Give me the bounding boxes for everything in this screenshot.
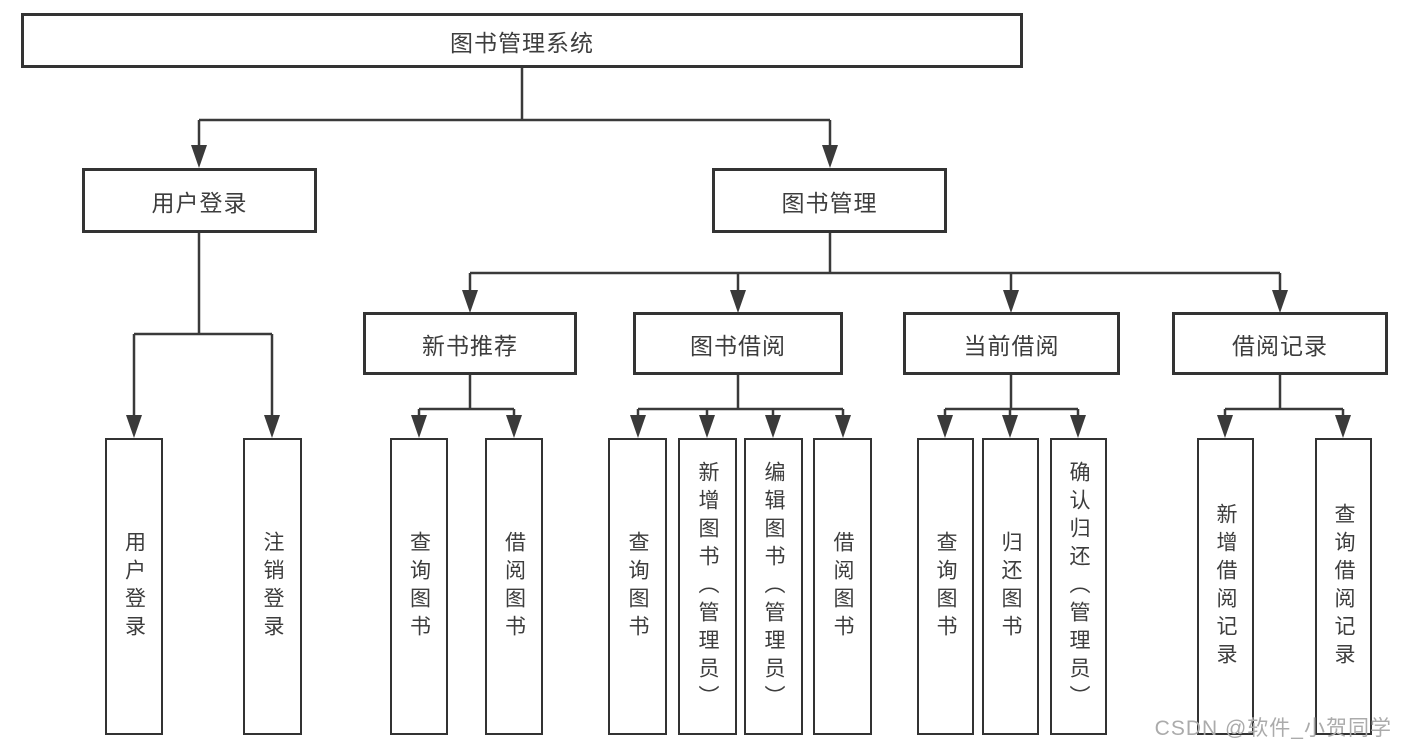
node-label: 用户登录 bbox=[122, 530, 146, 643]
node-label: 当前借阅 bbox=[963, 332, 1060, 359]
node-label: 查询借阅记录 bbox=[1332, 502, 1355, 671]
leaf-query-books-current: 查询图书 bbox=[917, 438, 974, 735]
node-label: 编辑图书（管理员） bbox=[762, 460, 785, 713]
watermark: CSDN @软件_小贺同学 bbox=[1154, 717, 1392, 740]
node-book-management: 图书管理 bbox=[712, 168, 947, 233]
leaf-query-borrow-record: 查询借阅记录 bbox=[1315, 438, 1372, 735]
leaf-confirm-return-admin: 确认归还（管理员） bbox=[1050, 438, 1107, 735]
leaf-logout: 注销登录 bbox=[243, 438, 302, 735]
node-label: 图书借阅 bbox=[690, 332, 786, 359]
node-label: 查询图书 bbox=[407, 530, 431, 643]
node-label: 用户登录 bbox=[151, 189, 248, 216]
leaf-user-login: 用户登录 bbox=[105, 438, 163, 735]
node-label: 注销登录 bbox=[261, 530, 284, 643]
node-new-book-recommend: 新书推荐 bbox=[363, 312, 577, 375]
node-borrow-records: 借阅记录 bbox=[1172, 312, 1388, 375]
leaf-add-borrow-record: 新增借阅记录 bbox=[1197, 438, 1254, 735]
node-label: 图书管理系统 bbox=[450, 29, 594, 56]
node-label: 借阅图书 bbox=[502, 530, 526, 643]
node-label: 查询图书 bbox=[934, 530, 957, 643]
node-label: 新增图书（管理员） bbox=[696, 460, 719, 713]
leaf-borrow-books: 借阅图书 bbox=[813, 438, 872, 735]
node-current-borrow: 当前借阅 bbox=[903, 312, 1120, 375]
leaf-edit-book-admin: 编辑图书（管理员） bbox=[744, 438, 803, 735]
node-label: 确认归还（管理员） bbox=[1067, 460, 1090, 713]
node-user-login: 用户登录 bbox=[82, 168, 317, 233]
node-label: 归还图书 bbox=[999, 530, 1022, 643]
node-label: 查询图书 bbox=[626, 530, 649, 643]
leaf-add-book-admin: 新增图书（管理员） bbox=[678, 438, 737, 735]
node-label: 新书推荐 bbox=[422, 332, 518, 359]
node-label: 图书管理 bbox=[781, 189, 878, 216]
leaf-query-books-borrow: 查询图书 bbox=[608, 438, 667, 735]
node-book-borrow: 图书借阅 bbox=[633, 312, 843, 375]
node-label: 借阅图书 bbox=[831, 530, 854, 643]
node-label: 借阅记录 bbox=[1232, 332, 1328, 359]
node-library-management-system: 图书管理系统 bbox=[21, 13, 1023, 68]
leaf-query-books-recommend: 查询图书 bbox=[390, 438, 448, 735]
leaf-return-book: 归还图书 bbox=[982, 438, 1039, 735]
leaf-borrow-books-recommend: 借阅图书 bbox=[485, 438, 543, 735]
node-label: 新增借阅记录 bbox=[1214, 502, 1237, 671]
